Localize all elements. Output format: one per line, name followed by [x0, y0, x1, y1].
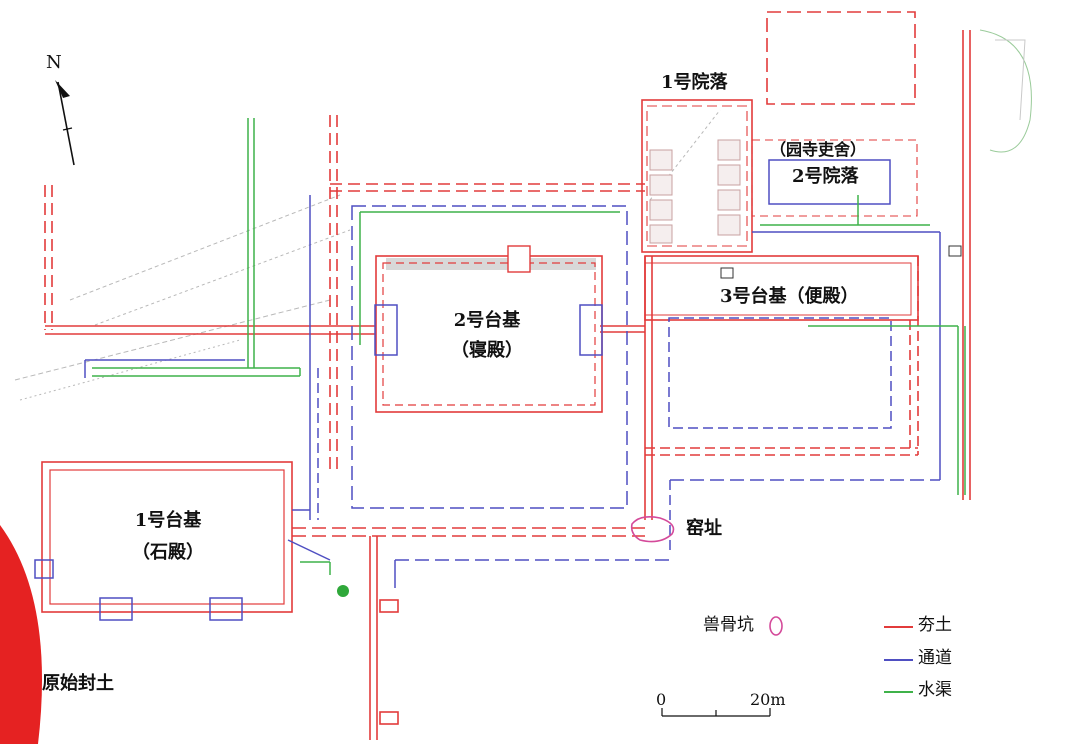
courtyard1-cells — [649, 139, 741, 244]
scale-bar — [661, 708, 771, 717]
legend-label-rammed-earth: 夯土 — [918, 615, 952, 635]
small-square-marker-east — [948, 245, 962, 257]
courtyard2-label: 2号院落 — [792, 166, 859, 187]
well-dot — [337, 585, 349, 597]
platform3-label: 3号台基（便殿） — [720, 286, 859, 307]
small-square-marker — [720, 267, 734, 279]
kiln-shape — [630, 516, 675, 543]
north-arrow-icon — [55, 80, 75, 166]
north-label: N — [46, 52, 62, 73]
legend-swatches — [884, 626, 913, 693]
legend-label-channel: 水渠 — [918, 680, 952, 700]
courtyard2-note-label: （园寺吏舍） — [770, 140, 867, 159]
bone-pit-label: 兽骨坑 — [703, 615, 754, 635]
platform2-north-step — [507, 245, 531, 273]
platform2-sub-label: （寝殿） — [451, 340, 523, 361]
kiln-label: 窑址 — [686, 518, 722, 539]
water-channel-lines — [92, 118, 966, 575]
original-mound-shape — [0, 525, 43, 744]
scale-start-label: 0 — [656, 690, 667, 709]
platform1-name-label: 1号台基 — [134, 510, 202, 531]
scale-end-label: 20m — [750, 690, 786, 709]
legend-label-passage: 通道 — [918, 648, 952, 668]
ruin-traces — [14, 29, 1032, 401]
mound-label: 原始封土 — [42, 673, 114, 694]
rammed-earth-lines — [41, 11, 971, 740]
courtyard1-label: 1号院落 — [661, 72, 728, 93]
bone-pit-symbol — [769, 616, 783, 636]
platform1-sub-label: （石殿） — [132, 542, 204, 563]
passage-lines — [34, 159, 941, 621]
platform2-name-label: 2号台基 — [453, 310, 521, 331]
